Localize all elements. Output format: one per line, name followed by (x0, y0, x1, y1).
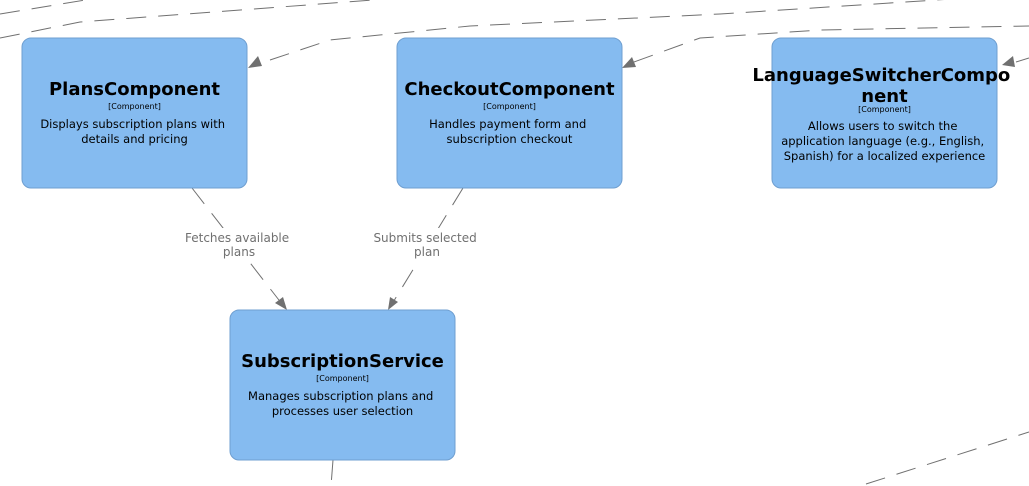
node-title: CheckoutComponent (404, 79, 615, 100)
edge-label-submits: Submits selected plan (373, 231, 480, 259)
node-language-switcher-component[interactable]: LanguageSwitcherCompo nent [Component] A… (752, 37, 1016, 189)
node-type: [Component] (108, 102, 161, 111)
node-description: Displays subscription plans with details… (40, 117, 228, 146)
edge-label-fetches: Fetches available plans (185, 231, 293, 259)
edge-incoming-plans[interactable] (0, 0, 1029, 68)
node-plans-component[interactable]: PlansComponent [Component] Displays subs… (21, 37, 248, 189)
edge-incoming-language[interactable] (1002, 56, 1029, 67)
node-description: Manages subscription plans and processes… (248, 389, 437, 418)
edge-plans-to-subscription[interactable]: Fetches available plans (184, 187, 296, 310)
node-checkout-component[interactable]: CheckoutComponent [Component] Handles pa… (396, 37, 623, 189)
edge-incoming-checkout[interactable] (622, 25, 1029, 68)
node-title: LanguageSwitcherCompo nent (752, 65, 1016, 107)
arrow-head (1002, 56, 1015, 67)
node-type: [Component] (316, 374, 369, 383)
arrow-head (275, 297, 287, 310)
edge-outgoing-subscription[interactable] (330, 459, 334, 486)
node-subscription-service[interactable]: SubscriptionService [Component] Manages … (229, 309, 456, 461)
edge-bottom-right-line[interactable] (865, 431, 1029, 485)
arrow-head (622, 57, 636, 68)
edge-label-bg (184, 228, 296, 262)
node-type: [Component] (483, 102, 536, 111)
arrow-head (248, 56, 262, 68)
arrow-head (388, 297, 398, 310)
node-type: [Component] (858, 105, 911, 114)
node-description: Handles payment form and subscription ch… (429, 117, 590, 146)
node-description: Allows users to switch the application l… (781, 119, 988, 163)
edge-label-bg (372, 228, 482, 262)
node-title: SubscriptionService (241, 351, 444, 372)
edge-checkout-to-subscription[interactable]: Submits selected plan (372, 187, 482, 310)
node-title: PlansComponent (49, 79, 220, 100)
edge-top-left-line[interactable] (0, 0, 110, 15)
